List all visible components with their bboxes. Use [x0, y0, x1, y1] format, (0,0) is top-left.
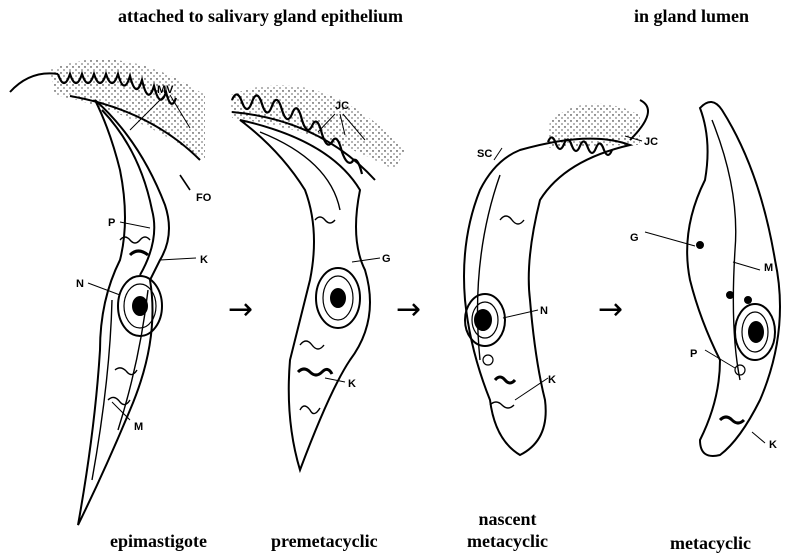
label-jc-nascent: JC — [644, 136, 658, 148]
stage-label-nascent-line2: metacyclic — [467, 530, 548, 552]
arrow-3: → — [598, 292, 623, 327]
label-g-pre: G — [382, 253, 391, 265]
label-n-nascent: N — [540, 305, 548, 317]
label-g-meta: G — [630, 232, 639, 244]
label-k-pre: K — [348, 378, 356, 390]
stage-label-premetacyclic: premetacyclic — [271, 530, 378, 552]
label-k-epi: K — [200, 254, 208, 266]
premetacyclic-cell — [230, 85, 405, 470]
label-k-nascent: K — [548, 374, 556, 386]
label-sc: SC — [477, 148, 492, 160]
stage-label-nascent: nascent metacyclic — [467, 508, 548, 552]
arrow-2: → — [396, 292, 421, 327]
label-k-meta: K — [769, 439, 777, 451]
label-m-meta: M — [764, 262, 773, 274]
stage-label-epimastigote: epimastigote — [110, 530, 207, 552]
label-m-epi: M — [134, 421, 143, 433]
arrow-1: → — [228, 292, 253, 327]
label-mv: MV — [157, 84, 174, 96]
label-p: P — [108, 217, 115, 229]
stage-label-metacyclic: metacyclic — [670, 532, 751, 554]
label-fo: FO — [196, 192, 212, 204]
label-p-meta: P — [690, 348, 697, 360]
epimastigote-cell — [10, 59, 205, 525]
metacyclic-cell — [645, 102, 780, 456]
label-jc-pre: JC — [335, 100, 349, 112]
label-n-epi: N — [76, 278, 84, 290]
stage-label-nascent-line1: nascent — [467, 508, 548, 530]
